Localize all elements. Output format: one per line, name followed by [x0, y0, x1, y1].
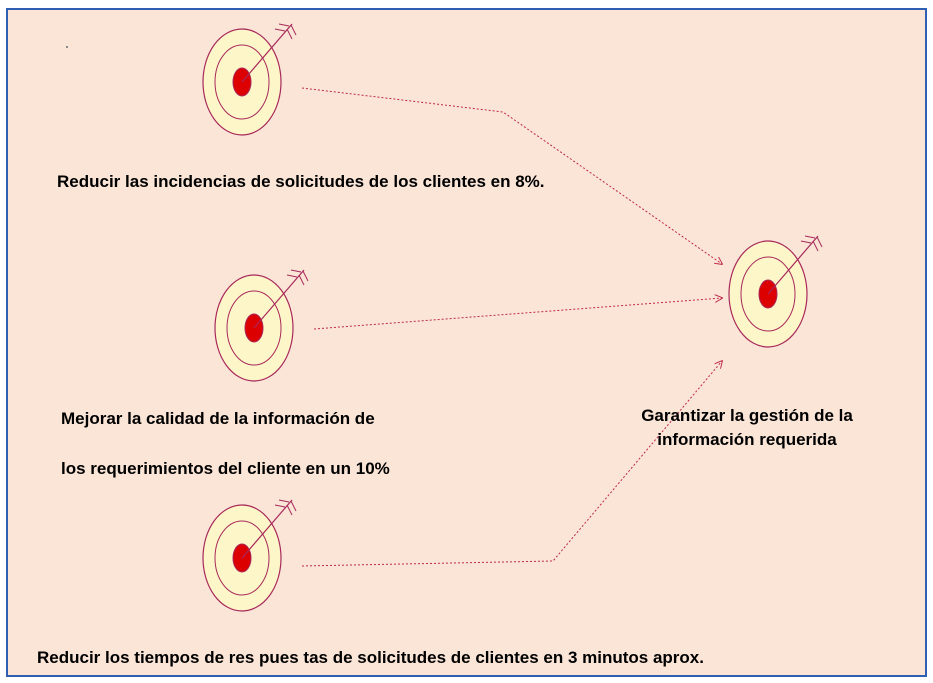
diagram-canvas: Reducir las incidencias de solicitudes d… — [6, 8, 927, 677]
stray-dot — [66, 46, 68, 48]
connector-goal-1 — [301, 87, 722, 264]
canvas-background — [8, 10, 925, 675]
goal-label-2-line1: Mejorar la calidad de la información de — [61, 409, 375, 428]
main-goal-label-line1: Garantizar la gestión de la — [641, 406, 853, 425]
diagram-drawing — [8, 10, 925, 675]
goal-label-1: Reducir las incidencias de solicitudes d… — [57, 172, 545, 191]
goal-label-3: Reducir los tiempos de res pues tas de s… — [37, 648, 704, 667]
goal-label-2-line2: los requerimientos del cliente en un 10% — [61, 459, 390, 478]
main-goal-label-line2: información requerida — [657, 430, 837, 449]
connector-goal-2 — [313, 298, 722, 330]
connector-goal-3 — [301, 361, 722, 567]
